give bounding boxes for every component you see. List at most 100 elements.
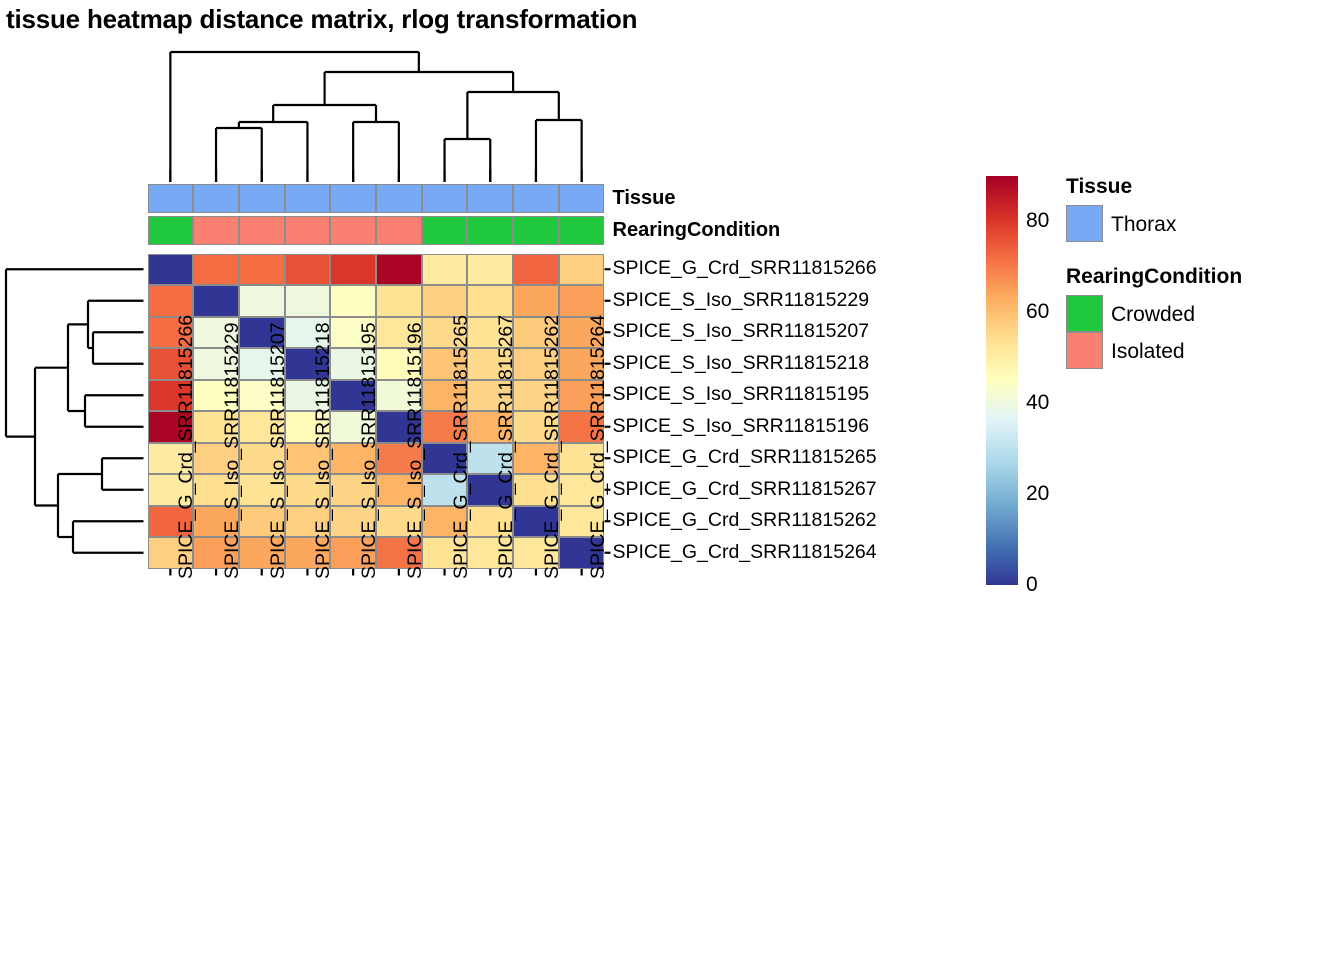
heatmap-cell bbox=[147, 474, 194, 506]
column-label: SPICE_S_Iso_SRR11815218 bbox=[312, 321, 335, 579]
heatmap-cell bbox=[238, 505, 285, 537]
annotation-cell-rearingcondition bbox=[467, 215, 514, 245]
row-label: SPICE_G_Crd_SRR11815265 bbox=[612, 446, 877, 469]
heatmap-cell bbox=[558, 537, 605, 569]
heatmap-cell bbox=[513, 316, 559, 348]
heatmap-cell bbox=[376, 442, 422, 474]
colorbar-tick-label: 60 bbox=[1026, 300, 1050, 324]
heatmap-cell bbox=[376, 285, 422, 317]
row-label: SPICE_S_Iso_SRR11815207 bbox=[612, 320, 870, 343]
heatmap-cell bbox=[513, 379, 559, 411]
heatmap-cell bbox=[421, 474, 468, 506]
heatmap-cell bbox=[284, 379, 331, 411]
heatmap-cell bbox=[193, 253, 239, 285]
row-label: SPICE_G_Crd_SRR11815267 bbox=[612, 477, 877, 500]
heatmap-cell bbox=[421, 316, 468, 348]
heatmap-cell bbox=[193, 537, 239, 569]
heatmap-cell bbox=[147, 379, 194, 411]
column-label: SPICE_G_Crd_SRR11815264 bbox=[586, 314, 609, 579]
heatmap-cell bbox=[330, 411, 376, 443]
heatmap-cell bbox=[513, 474, 559, 506]
heatmap-cell bbox=[284, 537, 331, 569]
heatmap-cell bbox=[376, 537, 422, 569]
heatmap-cell bbox=[284, 253, 331, 285]
heatmap-cell bbox=[193, 379, 239, 411]
legend-title: RearingCondition bbox=[1066, 265, 1243, 288]
annotation-cell-tissue bbox=[376, 183, 422, 213]
annotation-cell-rearingcondition bbox=[558, 215, 605, 245]
heatmap-cell bbox=[238, 411, 285, 443]
heatmap-cell bbox=[238, 474, 285, 506]
heatmap-cell bbox=[376, 474, 422, 506]
heatmap-cell bbox=[330, 348, 376, 380]
legend-label: Thorax bbox=[1111, 213, 1177, 236]
heatmap-cell bbox=[467, 348, 514, 380]
heatmap-cell bbox=[513, 253, 559, 285]
row-label: SPICE_S_Iso_SRR11815218 bbox=[612, 351, 870, 374]
heatmap-cell bbox=[147, 442, 194, 474]
heatmap-cell bbox=[558, 253, 605, 285]
heatmap-cell bbox=[558, 285, 605, 317]
legend-label: Crowded bbox=[1111, 303, 1196, 326]
heatmap-cell bbox=[147, 537, 194, 569]
heatmap-cell bbox=[193, 442, 239, 474]
heatmap-cell bbox=[513, 537, 559, 569]
heatmap-cell bbox=[284, 285, 331, 317]
colorbar bbox=[986, 176, 1018, 585]
heatmap-cell bbox=[558, 348, 605, 380]
annotation-cell-tissue bbox=[558, 183, 605, 213]
legend-swatch bbox=[1066, 295, 1103, 332]
heatmap-cell bbox=[421, 379, 468, 411]
column-label: SPICE_S_Iso_SRR11815207 bbox=[266, 321, 289, 579]
heatmap-cell bbox=[513, 505, 559, 537]
heatmap-cell bbox=[330, 505, 376, 537]
heatmap-cell bbox=[467, 411, 514, 443]
heatmap-cell bbox=[558, 316, 605, 348]
heatmap-cell bbox=[376, 348, 422, 380]
row-label: SPICE_G_Crd_SRR11815262 bbox=[612, 509, 877, 532]
annotation-cell-tissue bbox=[513, 183, 559, 213]
heatmap-cell bbox=[467, 442, 514, 474]
heatmap-cell bbox=[238, 253, 285, 285]
heatmap-cell bbox=[376, 379, 422, 411]
heatmap-cell bbox=[421, 253, 468, 285]
heatmap-cell bbox=[376, 505, 422, 537]
annotation-title-tissue: Tissue bbox=[612, 187, 676, 209]
heatmap-cell bbox=[467, 505, 514, 537]
legend-swatch bbox=[1066, 332, 1103, 369]
row-label: SPICE_G_Crd_SRR11815264 bbox=[612, 540, 877, 563]
heatmap-cell bbox=[330, 316, 376, 348]
heatmap-cell bbox=[376, 411, 422, 443]
heatmap-cell bbox=[421, 442, 468, 474]
heatmap-cell bbox=[421, 411, 468, 443]
annotation-cell-rearingcondition bbox=[238, 215, 285, 245]
heatmap-cell bbox=[147, 285, 194, 317]
heatmap-cell bbox=[238, 285, 285, 317]
annotation-cell-tissue bbox=[467, 183, 514, 213]
row-label: SPICE_G_Crd_SRR11815266 bbox=[612, 257, 877, 280]
heatmap-cell bbox=[330, 474, 376, 506]
annotation-cell-rearingcondition bbox=[147, 215, 194, 245]
heatmap-cell bbox=[330, 253, 376, 285]
heatmap-cell bbox=[467, 253, 514, 285]
heatmap-cell bbox=[513, 348, 559, 380]
heatmap-cell bbox=[421, 285, 468, 317]
heatmap-cell bbox=[147, 348, 194, 380]
annotation-cell-rearingcondition bbox=[421, 215, 468, 245]
heatmap-cell bbox=[558, 411, 605, 443]
heatmap-cell bbox=[284, 505, 331, 537]
row-dendrogram bbox=[4, 268, 144, 554]
heatmap-cell bbox=[558, 442, 605, 474]
page-title: tissue heatmap distance matrix, rlog tra… bbox=[6, 4, 638, 34]
legend-label: Isolated bbox=[1111, 340, 1185, 363]
heatmap-cell bbox=[284, 411, 331, 443]
heatmap-cell bbox=[558, 379, 605, 411]
heatmap-cell bbox=[284, 442, 331, 474]
annotation-cell-tissue bbox=[284, 183, 331, 213]
heatmap-cell bbox=[376, 253, 422, 285]
heatmap-cell bbox=[330, 285, 376, 317]
heatmap-cell bbox=[421, 537, 468, 569]
annotation-cell-rearingcondition bbox=[193, 215, 239, 245]
annotation-cell-tissue bbox=[330, 183, 376, 213]
